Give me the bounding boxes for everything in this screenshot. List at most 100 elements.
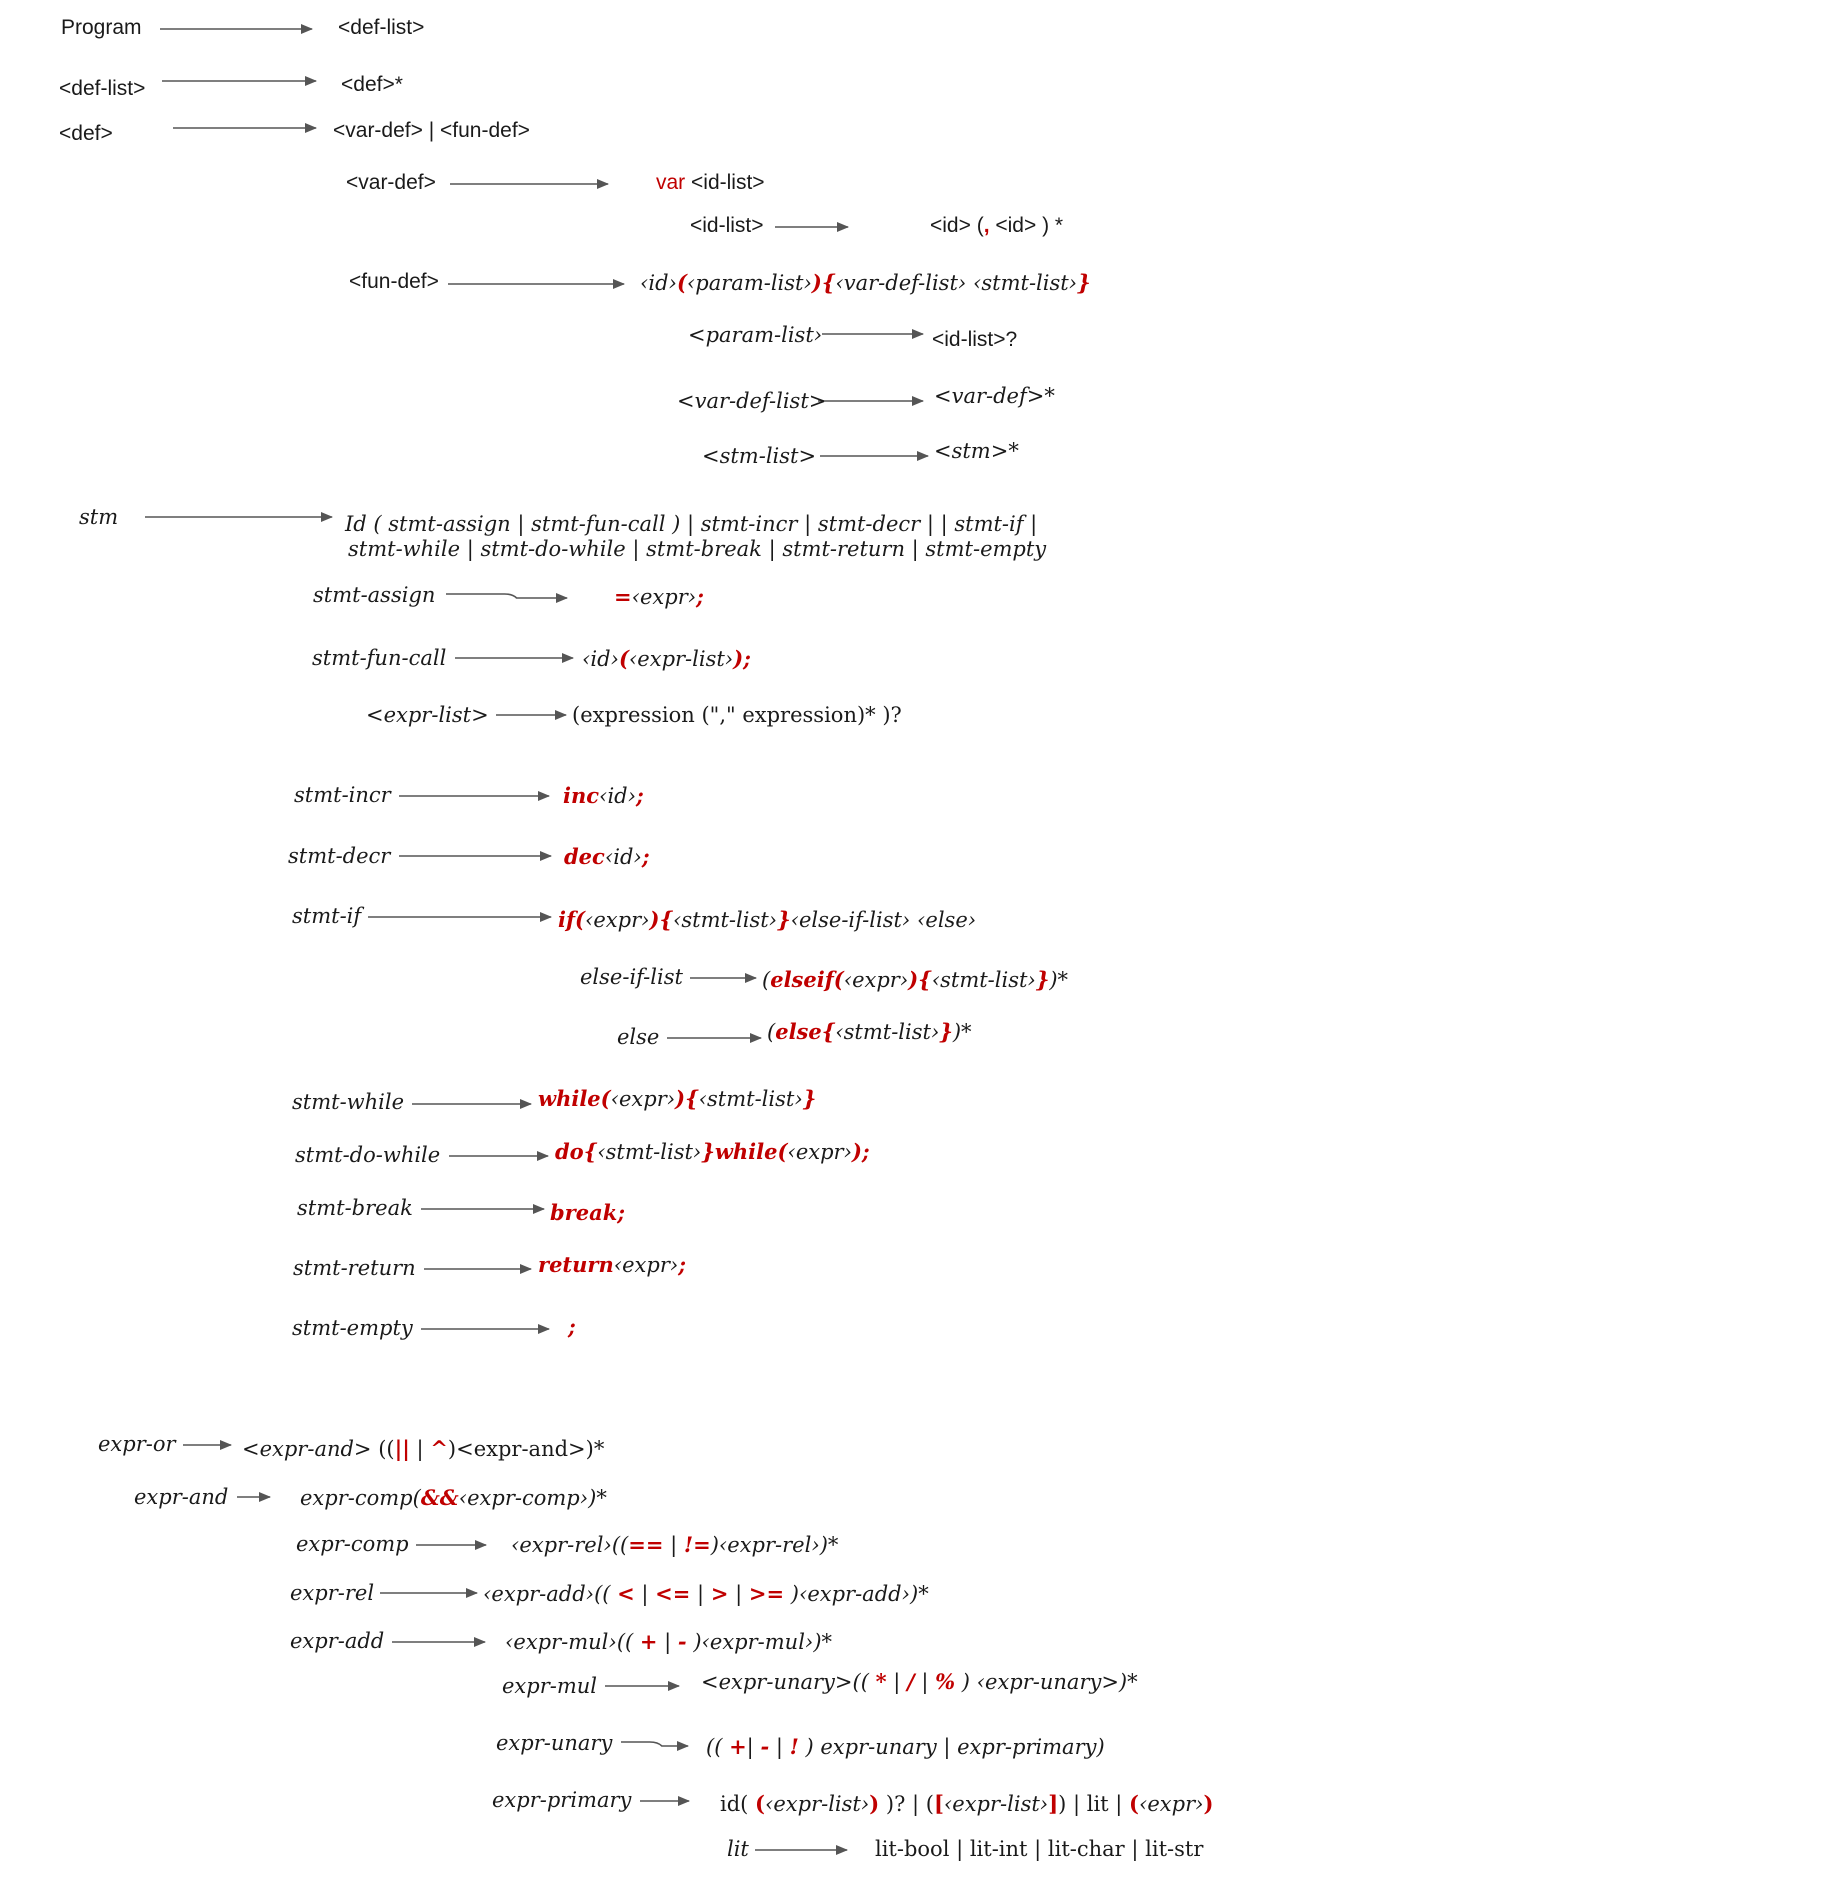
grammar-token: | <box>886 1670 907 1694</box>
grammar-token: ‹expr› <box>613 1253 679 1277</box>
grammar-token: )* <box>910 1582 929 1606</box>
rule-expr-and-lhs: expr-and <box>134 1485 229 1509</box>
rule-expr-mul-rhs: <expr-unary>(( * | / | % ) ‹expr-unary>)… <box>701 1671 1138 1693</box>
rule-expr-unary-rhs: (( +| - | ! ) expr-unary | expr-primary) <box>706 1736 1105 1758</box>
grammar-token: ‹stmt-list› <box>672 908 778 932</box>
grammar-token: | <box>746 1735 761 1759</box>
keyword-token: ){ <box>675 1086 699 1111</box>
grammar-token: Id ( stmt-assign | stmt-fun-call ) | stm… <box>345 512 1038 536</box>
keyword-token: >= <box>748 1581 785 1606</box>
grammar-token: <var-def>* <box>934 384 1055 408</box>
keyword-token: break; <box>550 1200 626 1225</box>
keyword-token: elseif( <box>770 967 844 992</box>
rule-expr-rel-lhs: expr-rel <box>290 1581 375 1605</box>
rule-id-list-rhs: <id> (, <id> ) * <box>930 215 1063 236</box>
grammar-token: | <box>663 1533 684 1557</box>
rule-def-lhs: <def> <box>59 122 113 145</box>
grammar-token: )? | ( <box>879 1792 934 1816</box>
grammar-token: ‹expr-list› <box>628 647 734 671</box>
rule-expr-add-lhs: expr-add <box>290 1629 385 1653</box>
rule-expr-primary-lhs: expr-primary <box>492 1788 632 1812</box>
keyword-token: ; <box>641 844 650 869</box>
grammar-token: id( <box>720 1792 756 1816</box>
rule-stmt-while-lhs: stmt-while <box>292 1090 405 1114</box>
grammar-token: (( <box>371 1437 395 1461</box>
rule-else-lhs: else <box>617 1025 660 1049</box>
grammar-token: ‹else-if-list› ‹else› <box>790 908 977 932</box>
rule-stmt-decr-rhs: dec‹id›; <box>564 846 650 868</box>
keyword-token: || <box>394 1436 410 1461</box>
keyword-token: , <box>983 214 990 237</box>
grammar-token: ‹stmt-list› <box>931 968 1036 992</box>
grammar-token: ‹id› <box>582 647 619 671</box>
rule-fun-def-lhs: <fun-def> <box>349 270 439 293</box>
keyword-token: } <box>1035 967 1050 992</box>
grammar-token: <id> ( <box>930 214 984 237</box>
grammar-token: | <box>634 1582 656 1606</box>
grammar-token: | <box>690 1582 711 1606</box>
rule-stmt-while-rhs: while(‹expr›){‹stmt-list›} <box>538 1088 816 1110</box>
rule-stmt-do-while-lhs: stmt-do-while <box>295 1143 441 1167</box>
rule-program-lhs: Program <box>61 16 142 39</box>
grammar-token: ‹expr› <box>1138 1792 1204 1816</box>
rule-else-rhs: (else{‹stmt-list›})* <box>767 1021 972 1043</box>
keyword-token: var <box>656 171 686 194</box>
grammar-token: ‹expr-list› <box>764 1792 870 1816</box>
grammar-token: ‹id› <box>599 784 637 808</box>
grammar-token: )* <box>813 1630 833 1654</box>
rule-else-if-list-rhs: (elseif(‹expr›){‹stmt-list›})* <box>762 969 1068 991</box>
keyword-token: }while( <box>701 1139 788 1164</box>
keyword-token: else{ <box>775 1019 836 1044</box>
grammar-token: ‹expr-add› <box>798 1582 910 1606</box>
rule-expr-or-rhs: <expr-and> ((|| | ^)<expr-and>)* <box>242 1438 604 1460</box>
arrow-expr-unary <box>621 1741 689 1751</box>
rule-def-list-lhs: <def-list> <box>59 77 146 100</box>
rule-stm-list-lhs: <stm-list> <box>702 444 817 468</box>
keyword-token: < <box>617 1581 635 1606</box>
grammar-token: ‹var-def-list› ‹stmt-list› <box>835 271 1078 295</box>
keyword-token: return <box>538 1252 614 1277</box>
grammar-token: (( <box>706 1735 730 1759</box>
grammar-token: ‹expr-list› <box>943 1792 1049 1816</box>
grammar-token: expr-comp( <box>300 1486 421 1510</box>
rule-expr-mul-lhs: expr-mul <box>502 1674 598 1698</box>
keyword-token: ); <box>851 1139 870 1164</box>
keyword-token: ( <box>1129 1791 1139 1816</box>
keyword-token: while( <box>538 1086 611 1111</box>
keyword-token: if( <box>558 907 585 932</box>
keyword-token: [ <box>933 1791 944 1816</box>
grammar-token: ) ‹expr-unary>)* <box>955 1670 1138 1694</box>
grammar-token: ) expr-unary | expr-primary) <box>798 1735 1105 1759</box>
rule-stmt-incr-lhs: stmt-incr <box>294 783 391 807</box>
grammar-token: )* <box>819 1533 839 1557</box>
grammar-token: ‹expr-rel› <box>511 1533 612 1557</box>
rule-stmt-incr-rhs: inc‹id›; <box>563 785 644 807</box>
rule-expr-list-rhs: (expression ("," expression)* )? <box>572 705 902 726</box>
keyword-token: ! <box>789 1734 799 1759</box>
keyword-token: ^ <box>430 1436 448 1461</box>
rule-lit-lhs: lit <box>727 1837 749 1861</box>
grammar-token: ‹expr-add› <box>483 1582 595 1606</box>
rule-stm-list-rhs: <stm>* <box>934 441 1019 462</box>
rule-expr-comp-lhs: expr-comp <box>296 1532 409 1556</box>
rule-expr-rel-rhs: ‹expr-add›(( < | <= | > | >= )‹expr-add›… <box>483 1583 929 1605</box>
rule-fun-def-rhs: ‹id›(‹param-list›){‹var-def-list› ‹stmt-… <box>640 272 1091 294</box>
keyword-token: do{ <box>555 1139 598 1164</box>
rule-def-rhs: <var-def> | <fun-def> <box>333 120 530 141</box>
grammar-token: )* <box>952 1020 972 1044</box>
rule-stmt-empty-lhs: stmt-empty <box>292 1316 413 1340</box>
rule-stmt-break-rhs: break; <box>550 1202 625 1224</box>
keyword-token: ; <box>568 1314 576 1339</box>
keyword-token: ){ <box>908 967 932 992</box>
rule-stmt-return-rhs: return‹expr›; <box>538 1254 686 1276</box>
keyword-token: + <box>639 1629 658 1654</box>
rule-stmt-break-lhs: stmt-break <box>297 1196 413 1220</box>
grammar-token: ‹id› <box>604 845 642 869</box>
grammar-token: (expression ("," expression)* )? <box>572 703 902 727</box>
grammar-token: <def>* <box>341 73 403 96</box>
grammar-token: | <box>409 1437 431 1461</box>
keyword-token: == <box>628 1532 664 1557</box>
grammar-token: ‹expr-mul› <box>505 1630 617 1654</box>
grammar-token: <expr-unary>(( <box>701 1670 876 1694</box>
